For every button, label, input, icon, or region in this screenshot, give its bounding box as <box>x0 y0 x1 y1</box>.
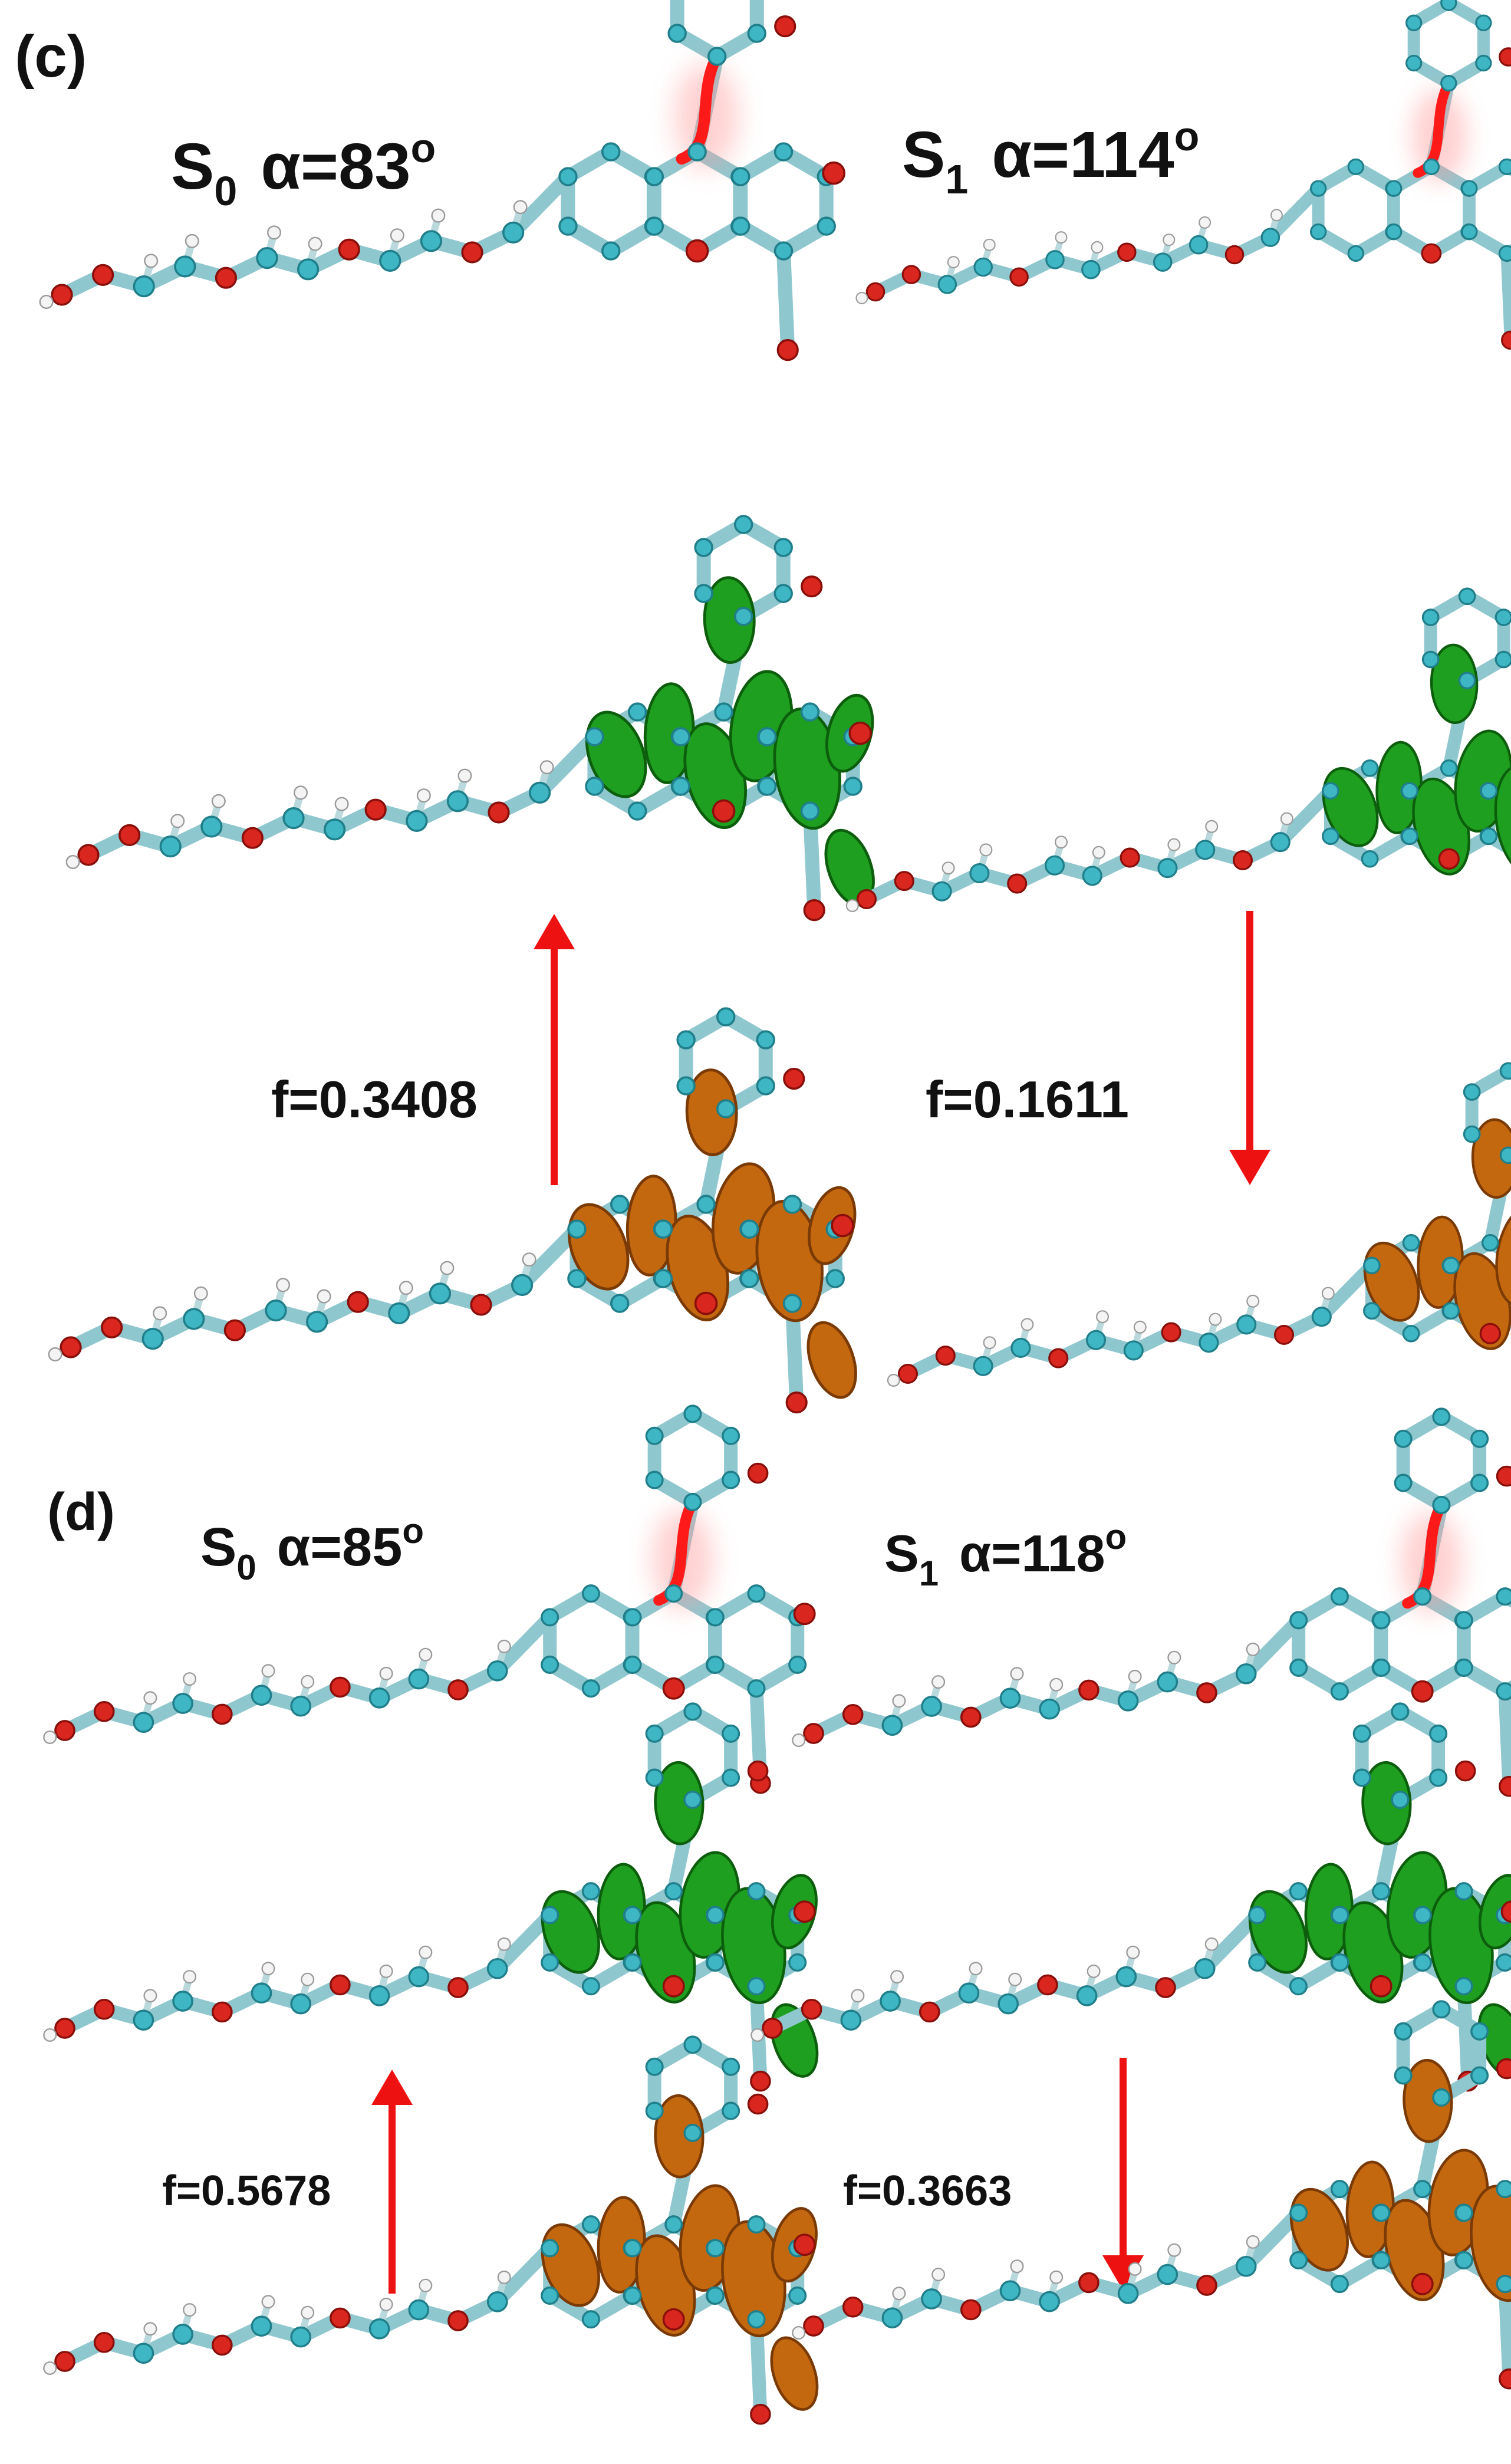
emission-arrow-d <box>1102 2058 1144 2291</box>
emission-arrow-c <box>1229 911 1270 1185</box>
molecule-d-s0 <box>43 1404 816 1794</box>
molecule-c-s0-lumo <box>65 515 875 922</box>
molecule-c-s1 <box>855 0 1511 350</box>
absorption-arrow-d <box>371 2070 413 2294</box>
oscillator-strength-absorption-c: f=0.3408 <box>271 1070 478 1129</box>
absorption-arrow-c <box>534 914 575 1185</box>
molecule-structures <box>39 0 1511 2425</box>
molecule-d-s1 <box>792 1407 1511 1797</box>
molecule-c-s1-lumo <box>845 587 1511 913</box>
molecule-c-s1-homo <box>887 1062 1511 1387</box>
molecule-c-s0 <box>39 0 846 361</box>
molecule-d-s1-lumo <box>750 1702 1511 2092</box>
oscillator-strength-absorption-d: f=0.5678 <box>162 2167 331 2215</box>
molecule-c-s0-homo <box>48 1007 857 1414</box>
molecule-d-s1-homo <box>792 2000 1511 2390</box>
panel-label-d: (d) <box>47 1483 115 1542</box>
molecule-d-s0-homo <box>43 2035 819 2425</box>
oscillator-strength-emission-d: f=0.3663 <box>843 2167 1012 2215</box>
molecule-d-s0-lumo <box>43 1702 819 2092</box>
oscillator-strength-emission-c: f=0.1611 <box>926 1070 1129 1129</box>
panel-label-c: (c) <box>15 24 87 90</box>
